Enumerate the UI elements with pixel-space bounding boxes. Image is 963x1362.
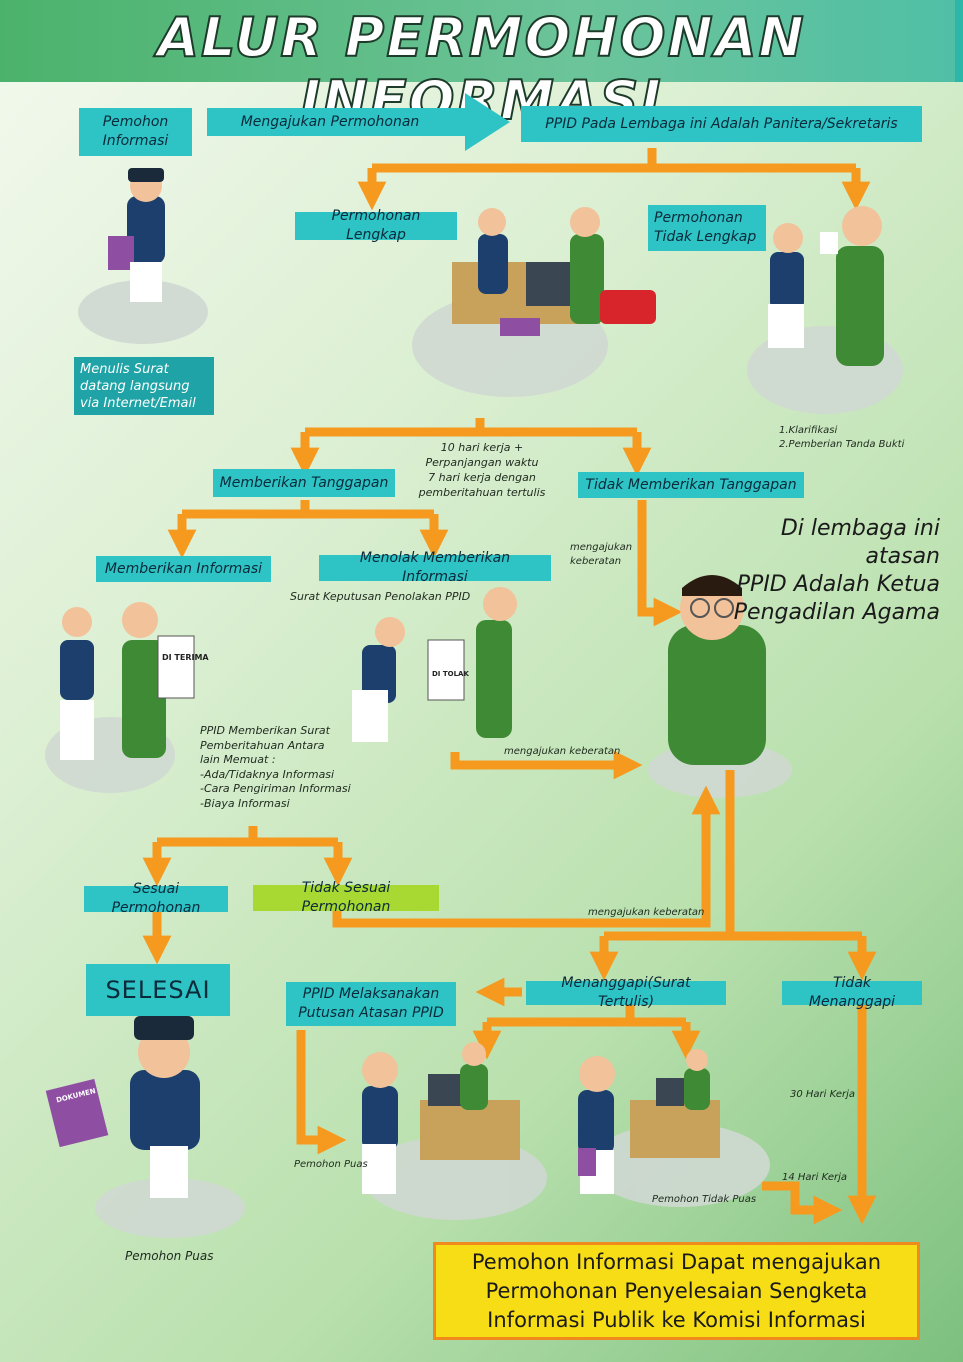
note-pemohon-tidak-puas: Pemohon Tidak Puas: [652, 1194, 757, 1205]
note-ppid-surat-line: -Cara Pengiriman Informasi: [200, 782, 351, 795]
figure-terima: DI TERIMA: [60, 602, 209, 760]
note-hari-line: Perpanjangan waktu: [425, 456, 539, 469]
box-ppid-panitera: PPID Pada Lembaga ini Adalah Panitera/Se…: [521, 106, 922, 142]
box-tidak-menanggapi: Tidak Menanggapi: [782, 975, 922, 1010]
shadow-selesai: [95, 1178, 245, 1238]
box-menulis-surat: Menulis Surat datang langsung via Intern…: [74, 357, 214, 415]
note-ppid-surat: PPID Memberikan Surat Pemberitahuan Anta…: [200, 724, 351, 811]
arrow-ppid-to-puas: [296, 1030, 347, 1155]
note-30-hari: 30 Hari Kerja: [790, 1089, 855, 1100]
box-permohonan-tidak-lengkap: Permohonan Tidak Lengkap: [648, 205, 766, 251]
note-hari-line: 7 hari kerja dengan: [428, 471, 536, 484]
note-klarifikasi: 1.Klarifikasi 2.Pemberian Tanda Bukti: [779, 424, 904, 452]
arrow-sesuai-split: [157, 826, 338, 847]
note-ppid-surat-line: PPID Memberikan Surat: [200, 724, 330, 737]
box-menanggapi: Menanggapi(Surat Tertulis): [526, 975, 726, 1010]
note-ppid-surat-line: -Biaya Informasi: [200, 796, 290, 810]
arrow-info-split: [182, 500, 434, 519]
note-pemohon-puas-small: Pemohon Puas: [294, 1159, 368, 1170]
mengajukan-big-arrow: [207, 93, 510, 151]
arrow-tidak-puas-to-final: [762, 1181, 843, 1225]
final-line: Pemohon Informasi Dapat mengajukan: [471, 1249, 882, 1274]
box-permohonan-lengkap: Permohonan Lengkap: [295, 208, 457, 243]
final-line: Permohonan Penyelesaian Sengketa: [485, 1278, 868, 1303]
arrow-menanggapi-split: [487, 1005, 686, 1027]
box-mengajukan-permohonan: Mengajukan Permohonan: [240, 113, 420, 130]
note-keberatan-line: keberatan: [570, 556, 622, 567]
arrow-menolak-to-atasan: [450, 750, 643, 780]
note-klarifikasi-line: 1.Klarifikasi: [779, 425, 838, 436]
doc-tolak-label: DI TOLAK: [432, 670, 469, 678]
box-selesai: SELESAI: [86, 964, 230, 1016]
figure-tolak: DI TOLAK: [352, 587, 517, 742]
note-keberatan-mid: mengajukan keberatan: [504, 746, 621, 757]
note-hari-line: pemberitahuan tertulis: [418, 486, 546, 499]
note-ppid-surat-line: -Ada/Tidaknya Informasi: [200, 767, 335, 781]
atasan-line: Pengadilan Agama: [733, 600, 940, 625]
box-menolak-memberikan-informasi: Menolak Memberikan Informasi: [319, 550, 551, 585]
arrow-ppid-split: [372, 148, 856, 173]
note-klarifikasi-line: 2.Pemberian Tanda Bukti: [779, 439, 905, 450]
note-keberatan-top: mengajukan keberatan: [570, 541, 632, 569]
box-memberikan-tanggapan: Memberikan Tanggapan: [213, 469, 395, 497]
note-ppid-surat-line: lain Memuat :: [200, 753, 276, 766]
note-14-hari: 14 Hari Kerja: [782, 1172, 847, 1183]
note-surat-keputusan: Surat Keputusan Penolakan PPID: [290, 590, 471, 603]
header-edge-stripe: [955, 0, 963, 82]
figure-pemohon: [108, 168, 165, 302]
figure-atasan: [668, 575, 766, 765]
arrow-tidak-memberikan-to-atasan: [637, 500, 683, 627]
doc-terima-label: DI TERIMA: [162, 653, 209, 662]
atasan-line: Di lembaga ini atasan: [780, 516, 940, 569]
note-pemohon-puas: Pemohon Puas: [125, 1249, 214, 1263]
figure-puas: [362, 1042, 520, 1194]
header-bar: [0, 0, 963, 82]
arrow-tidak-sesuai-to-atasan: [332, 785, 721, 928]
atasan-ppid-text: Di lembaga ini atasan PPID Adalah Ketua …: [700, 515, 940, 627]
note-hari-kerja: 10 hari kerja + Perpanjangan waktu 7 har…: [412, 440, 552, 500]
box-ppid-melaksanakan: PPID Melaksanakan Putusan Atasan PPID: [286, 982, 456, 1026]
note-keberatan-low: mengajukan keberatan: [588, 907, 705, 918]
box-tidak-memberikan-tanggapan: Tidak Memberikan Tanggapan: [578, 472, 804, 498]
figure-tidak-puas: [578, 1049, 720, 1194]
figure-tidak-lengkap: [768, 206, 884, 366]
note-ppid-surat-line: Pemberitahuan Antara: [200, 738, 325, 752]
final-line: Informasi Publik ke Komisi Informasi: [487, 1307, 866, 1332]
note-keberatan-line: mengajukan: [570, 542, 633, 553]
box-pemohon-informasi: Pemohon Informasi: [79, 108, 192, 156]
figure-selesai: DOKUMEN: [45, 1016, 200, 1198]
shadow-pemohon: [78, 280, 208, 344]
box-sesuai-permohonan: Sesuai Permohonan: [84, 881, 228, 916]
figure-lengkap: [452, 207, 656, 336]
page-title: ALUR PERMOHONAN INFORMASI: [156, 5, 806, 133]
box-memberikan-informasi: Memberikan Informasi: [96, 556, 271, 582]
note-hari-line: 10 hari kerja +: [440, 441, 524, 454]
final-komisi-informasi-box: Pemohon Informasi Dapat mengajukan Permo…: [433, 1242, 920, 1340]
box-tidak-sesuai-permohonan: Tidak Sesuai Permohonan: [253, 880, 439, 915]
atasan-line: PPID Adalah Ketua: [736, 572, 940, 597]
arrow-atasan-down: [604, 770, 862, 941]
arrow-tanggapan-split: [305, 418, 637, 437]
